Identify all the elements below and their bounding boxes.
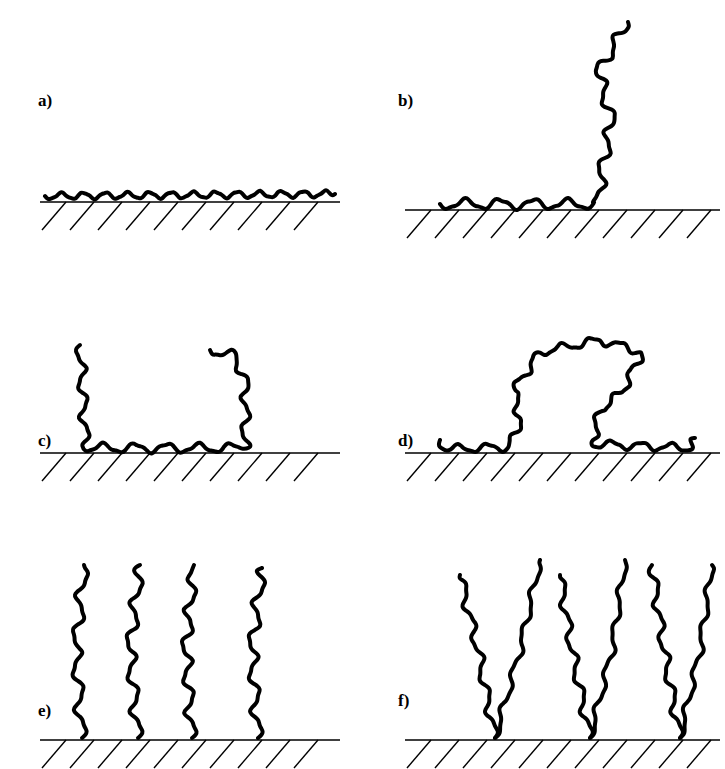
hatch-line (631, 453, 655, 481)
polymer-chain (560, 575, 593, 738)
substrate (40, 453, 340, 481)
surface-line (405, 739, 720, 741)
hatch-line (659, 210, 683, 238)
polymer-chain (76, 345, 250, 453)
hatch-line (154, 740, 178, 768)
substrate (40, 740, 340, 768)
hatch-line (407, 740, 431, 768)
hatch-line (575, 210, 599, 238)
hatch-line (687, 210, 711, 238)
hatch-line (491, 210, 515, 238)
hatch-line (519, 210, 543, 238)
hatch-line (70, 453, 94, 481)
hatch-line (547, 210, 571, 238)
hatch-line (42, 740, 66, 768)
polymer-chain (439, 338, 695, 452)
panel-label: c) (38, 432, 51, 449)
hatch-line (491, 453, 515, 481)
hatch-line (70, 740, 94, 768)
hatch-line (659, 453, 683, 481)
hatch-line (98, 453, 122, 481)
hatch-line (294, 740, 318, 768)
hatch-line (266, 453, 290, 481)
polymer-chain (459, 575, 497, 738)
hatch-line (98, 740, 122, 768)
hatch-line (603, 453, 627, 481)
panel-label: d) (398, 432, 413, 449)
hatch-line (519, 740, 543, 768)
hatch-line (687, 740, 711, 768)
hatch-line (210, 453, 234, 481)
panel-label: e) (38, 702, 51, 719)
hatch-line (42, 202, 66, 230)
polymer-chain (127, 565, 143, 738)
substrate (405, 210, 720, 238)
hatch-line (266, 202, 290, 230)
hatch-line (238, 740, 262, 768)
hatch-line (294, 202, 318, 230)
polymer-chain (45, 190, 335, 199)
hatch-line (42, 453, 66, 481)
substrate-surfaces (40, 202, 720, 768)
hatch-line (98, 202, 122, 230)
hatch-line (154, 202, 178, 230)
polymer-chain (249, 568, 265, 738)
substrate (405, 740, 720, 768)
polymer-chain (73, 565, 88, 738)
panel-label: a) (38, 92, 52, 109)
hatch-line (575, 453, 599, 481)
hatch-line (687, 453, 711, 481)
hatch-line (294, 453, 318, 481)
substrate (40, 202, 340, 230)
polymer-chain (649, 565, 683, 738)
hatch-line (435, 740, 459, 768)
surface-line (40, 201, 340, 203)
hatch-line (210, 740, 234, 768)
surface-line (405, 452, 720, 454)
hatch-line (182, 202, 206, 230)
hatch-line (463, 453, 487, 481)
hatch-line (603, 210, 627, 238)
hatch-line (463, 210, 487, 238)
hatch-line (435, 210, 459, 238)
hatch-line (154, 453, 178, 481)
polymer-chain (590, 560, 627, 738)
hatch-line (238, 202, 262, 230)
hatch-line (491, 740, 515, 768)
polymer-chain (182, 565, 197, 738)
hatch-line (126, 453, 150, 481)
hatch-line (210, 202, 234, 230)
hatch-line (266, 740, 290, 768)
hatch-line (407, 210, 431, 238)
panel-label: f) (398, 692, 409, 709)
hatch-line (631, 740, 655, 768)
hatch-line (575, 740, 599, 768)
hatch-line (435, 453, 459, 481)
surface-line (40, 739, 340, 741)
hatch-line (631, 210, 655, 238)
hatch-line (659, 740, 683, 768)
hatch-line (126, 740, 150, 768)
panel-label: b) (398, 92, 413, 109)
surface-line (405, 209, 720, 211)
polymer-chains (45, 22, 714, 738)
hatch-line (70, 202, 94, 230)
hatch-line (238, 453, 262, 481)
substrate (405, 453, 720, 481)
hatch-line (463, 740, 487, 768)
hatch-line (603, 740, 627, 768)
hatch-line (547, 740, 571, 768)
polymer-chain (495, 560, 541, 738)
hatch-line (407, 453, 431, 481)
polymer-chain (680, 565, 714, 738)
polymer-chain (440, 22, 629, 210)
hatch-line (519, 453, 543, 481)
hatch-line (547, 453, 571, 481)
hatch-line (126, 202, 150, 230)
hatch-line (182, 453, 206, 481)
hatch-line (182, 740, 206, 768)
